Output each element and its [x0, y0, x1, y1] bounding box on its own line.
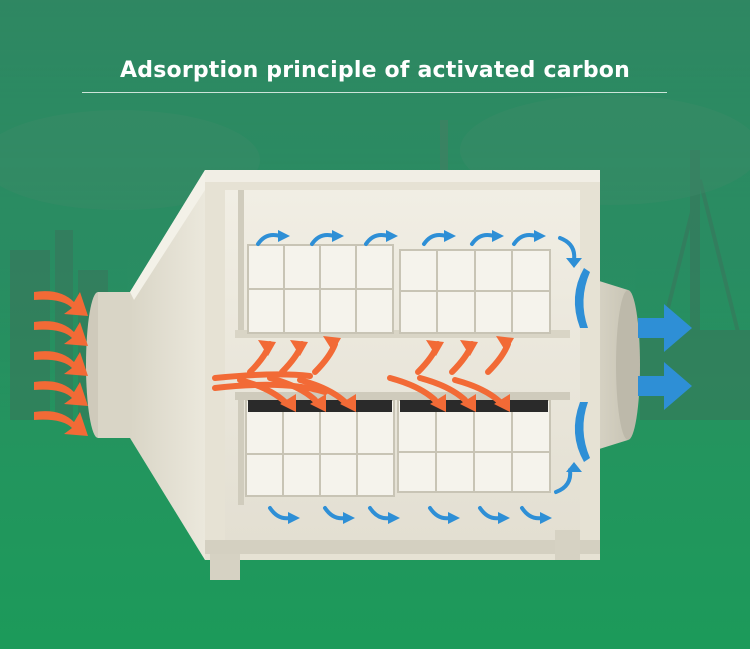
blue-arrow-icon — [638, 362, 692, 410]
filter-module-top-right — [399, 249, 551, 334]
orange-arrow-icon — [34, 381, 88, 406]
orange-arrow-icon — [34, 291, 88, 316]
interior-orange-arrowheads — [258, 336, 514, 412]
blue-arrow-icon — [638, 304, 692, 352]
outflow-swirls — [574, 268, 590, 462]
inlet-hood — [86, 170, 205, 560]
outflow-arrows — [638, 304, 692, 410]
orange-arrow-icon — [34, 411, 88, 436]
interior-blue-arrowheads — [278, 230, 582, 524]
orange-arrow-icon — [34, 321, 88, 346]
inflow-arrows — [34, 291, 88, 436]
filter-module-bottom-left — [245, 399, 395, 497]
outlet-pipe — [596, 280, 640, 450]
title-divider — [82, 92, 667, 93]
filter-module-bottom-right — [397, 399, 551, 493]
filter-module-top-left — [247, 244, 394, 334]
page-title: Adsorption principle of activated carbon — [120, 58, 630, 83]
orange-arrow-icon — [34, 351, 88, 376]
